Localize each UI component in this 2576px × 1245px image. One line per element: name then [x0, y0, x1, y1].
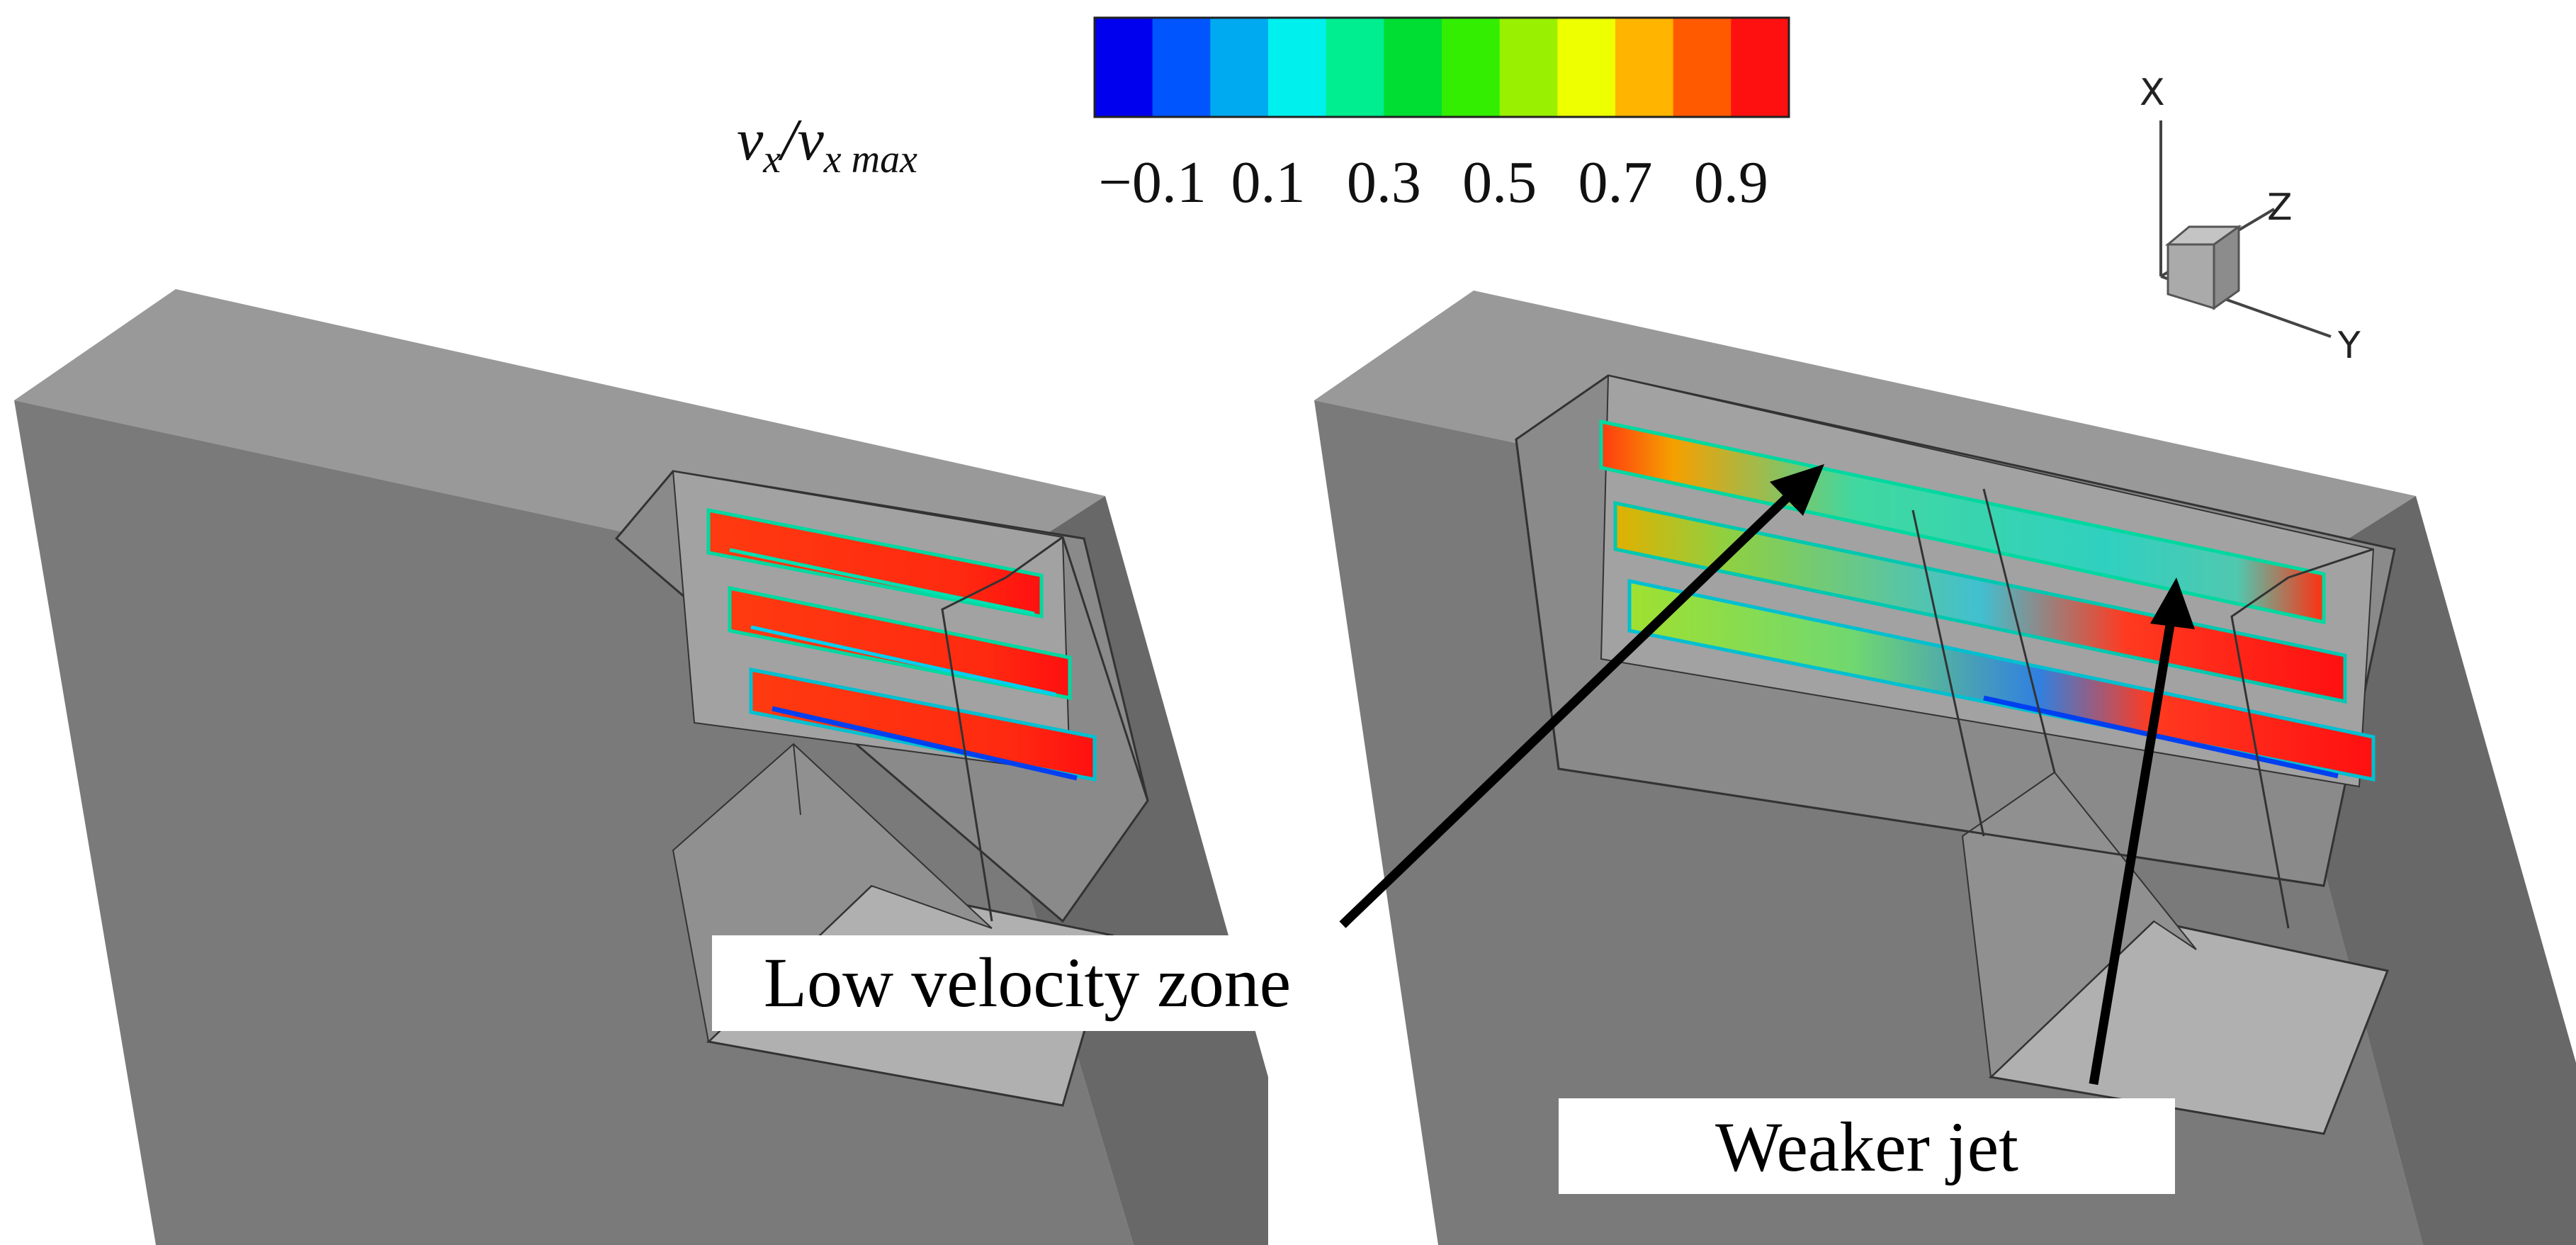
triad-y-label: Y — [2337, 325, 2361, 367]
colorbar-swatch — [1326, 18, 1384, 117]
right-jet-bottom — [1627, 578, 2376, 782]
colorbar-swatch — [1615, 18, 1674, 117]
left-inner-box-edges — [941, 576, 1007, 922]
label-box-low-velocity — [712, 935, 1343, 1031]
colorbar-tick-label: −0.1 — [1098, 150, 1206, 215]
colorbar-tick-label: 0.1 — [1231, 150, 1306, 215]
label-low-velocity: Low velocity zone — [764, 943, 1291, 1022]
triad-x-label: X — [2140, 72, 2165, 114]
colorbar-frame — [1093, 16, 1790, 118]
colorbar-tick-label: 0.3 — [1347, 150, 1421, 215]
colorbar-tick-label: 0.7 — [1578, 150, 1653, 215]
colorbar-swatch — [1499, 18, 1558, 117]
colorbar: −0.1 0.1 0.3 0.5 0.7 0.9 vx/vx max — [737, 16, 1790, 215]
arrow-low-velocity-head — [1770, 464, 1824, 516]
left-inner-box-edge-3 — [1005, 536, 1063, 579]
triad-cube-front — [2167, 243, 2215, 310]
colorbar-swatch — [1384, 18, 1442, 117]
label-box-weaker-jet — [1559, 1098, 2175, 1194]
colorbar-label-num-sub: x — [762, 137, 781, 181]
right-inner-edge-2 — [1982, 488, 2056, 773]
left-jet-middle — [728, 585, 1072, 701]
axis-triad: X Z Y — [2140, 72, 2361, 367]
right-inner-edge-5 — [1515, 439, 1560, 770]
colorbar-swatch — [1152, 18, 1211, 117]
right-recess-lower-wall — [1961, 771, 2197, 1079]
right-inner-edge-1 — [1911, 509, 1985, 837]
colorbar-label-den-sub: x max — [823, 137, 917, 181]
colorbar-swatch — [1442, 18, 1501, 117]
left-jet-middle-edge — [750, 625, 1056, 697]
left-inner-box-edge-2 — [1061, 536, 1149, 801]
right-inner-edge-3 — [2230, 576, 2290, 929]
colorbar-swatch — [1731, 18, 1790, 117]
arrow-weaker-jet-head — [2150, 578, 2195, 629]
right-inner-edge-6 — [1558, 767, 2324, 887]
triad-cube-side — [2213, 225, 2240, 310]
right-inner-edge-4 — [2288, 548, 2374, 579]
arrow-low-velocity-shaft — [1339, 489, 1796, 928]
colorbar-swatch — [1557, 18, 1616, 117]
colorbar-tick-label: 0.5 — [1462, 150, 1537, 215]
right-jet-bottom-blue-edge — [1983, 695, 2339, 779]
colorbar-swatches — [1095, 18, 1790, 117]
left-geometry — [14, 289, 1268, 1245]
left-inner-box-edge-4 — [793, 743, 801, 816]
colorbar-ticks: −0.1 0.1 0.3 0.5 0.7 0.9 — [1098, 150, 1768, 215]
colorbar-label: vx/vx max — [737, 107, 917, 181]
colorbar-label-den: v — [798, 107, 825, 173]
colorbar-swatch — [1268, 18, 1327, 117]
colorbar-label-num: v — [737, 107, 764, 173]
annotation-low-velocity: Low velocity zone — [712, 464, 1824, 1031]
colorbar-swatch — [1095, 18, 1153, 117]
arrow-weaker-jet-shaft — [2089, 615, 2176, 1086]
colorbar-tick-label: 0.9 — [1694, 150, 1768, 215]
left-jet-bottom-blue-edge — [772, 706, 1078, 781]
annotation-weaker-jet: Weaker jet — [1559, 578, 2195, 1194]
colorbar-swatch — [1210, 18, 1269, 117]
left-jet-top-edge — [729, 548, 1035, 616]
label-weaker-jet: Weaker jet — [1715, 1108, 2018, 1186]
left-jet-top — [706, 507, 1044, 619]
right-jet-top — [1599, 419, 2326, 625]
triad-z-label: Z — [2267, 186, 2293, 229]
colorbar-swatch — [1673, 18, 1732, 117]
left-jet-bottom — [749, 667, 1097, 782]
right-geometry — [1314, 291, 2576, 1245]
